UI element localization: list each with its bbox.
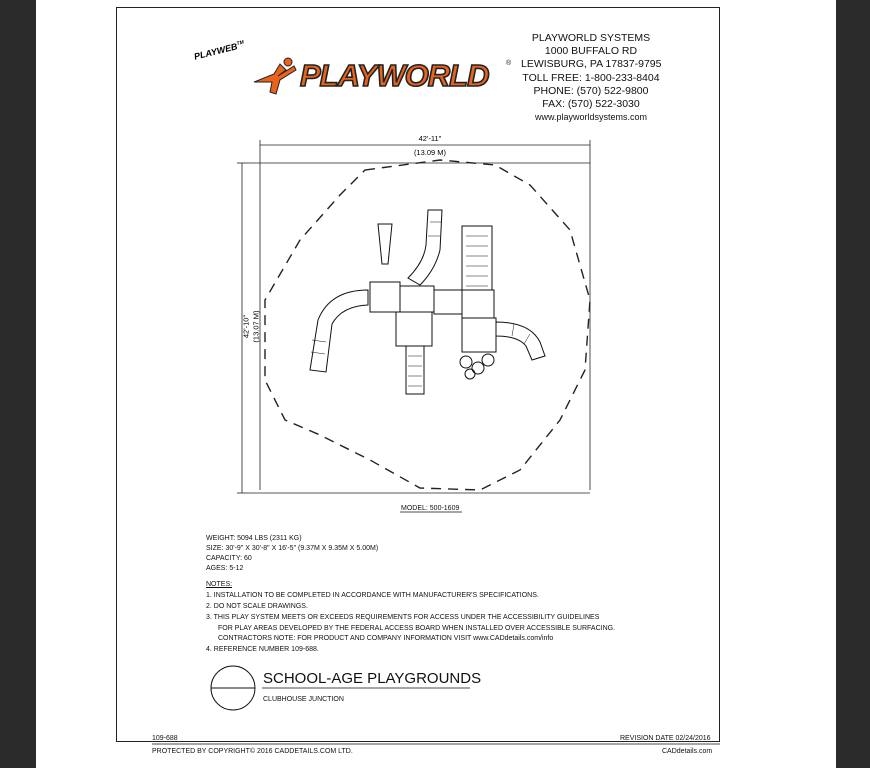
sheet-title: SCHOOL-AGE PLAYGROUNDS (263, 670, 482, 687)
company-address-block: PLAYWORLD SYSTEMS 1000 BUFFALO RD LEWISB… (521, 32, 661, 124)
width-dimension-ft: 42'-11" (418, 134, 442, 143)
company-address-line1: 1000 BUFFALO RD (544, 45, 638, 58)
company-name: PLAYWORLD SYSTEMS (531, 32, 651, 44)
note-4: 4. REFERENCE NUMBER 109-688. (206, 646, 319, 653)
registered-mark: ® (506, 60, 512, 67)
copyright-notice: PROTECTED BY COPYRIGHT© 2016 CADDETAILS.… (152, 748, 353, 755)
width-dimension-m: (13.09 M) (413, 148, 447, 157)
caddetails-site: CADdetails.com (662, 748, 713, 755)
company-phone: PHONE: (570) 522-9800 (533, 84, 649, 97)
company-fax: FAX: (570) 522-3030 (542, 98, 640, 111)
note-3a: 3. THIS PLAY SYSTEM MEETS OR EXCEEDS REQ… (206, 614, 600, 621)
note-3c: CONTRACTORS NOTE: FOR PRODUCT AND COMPAN… (218, 635, 554, 642)
spec-size: SIZE: 30'-9" X 30'-8" X 16'-5" (9.37M X … (206, 545, 379, 552)
playworld-figure-logo-icon (253, 57, 297, 95)
spec-weight: WEIGHT: 5094 LBS (2311 KG) (206, 535, 302, 542)
note-1: 1. INSTALLATION TO BE COMPLETED IN ACCOR… (206, 592, 539, 599)
spec-ages: AGES: 5-12 (206, 565, 244, 572)
document-page (36, 0, 836, 768)
reference-number: 109-688 (152, 735, 178, 742)
model-number: MODEL: 500-1609 (401, 505, 460, 512)
sheet-subtitle: CLUBHOUSE JUNCTION (263, 696, 344, 703)
company-tollfree: TOLL FREE: 1-800-233-8404 (522, 71, 660, 84)
playworld-wordmark: PLAYWORLD (299, 57, 490, 94)
note-2: 2. DO NOT SCALE DRAWINGS. (206, 603, 308, 610)
revision-date: REVISION DATE 02/24/2016 (620, 735, 711, 742)
company-address-line2: LEWISBURG, PA 17837-9795 (521, 58, 662, 71)
spec-capacity: CAPACITY: 60 (206, 555, 252, 562)
note-3b: FOR PLAY AREAS DEVELOPED BY THE FEDERAL … (218, 625, 616, 632)
notes-heading: NOTES: (206, 581, 233, 588)
drawing-sheet-border (116, 7, 720, 742)
company-website: www.playworldsystems.com (534, 112, 648, 123)
